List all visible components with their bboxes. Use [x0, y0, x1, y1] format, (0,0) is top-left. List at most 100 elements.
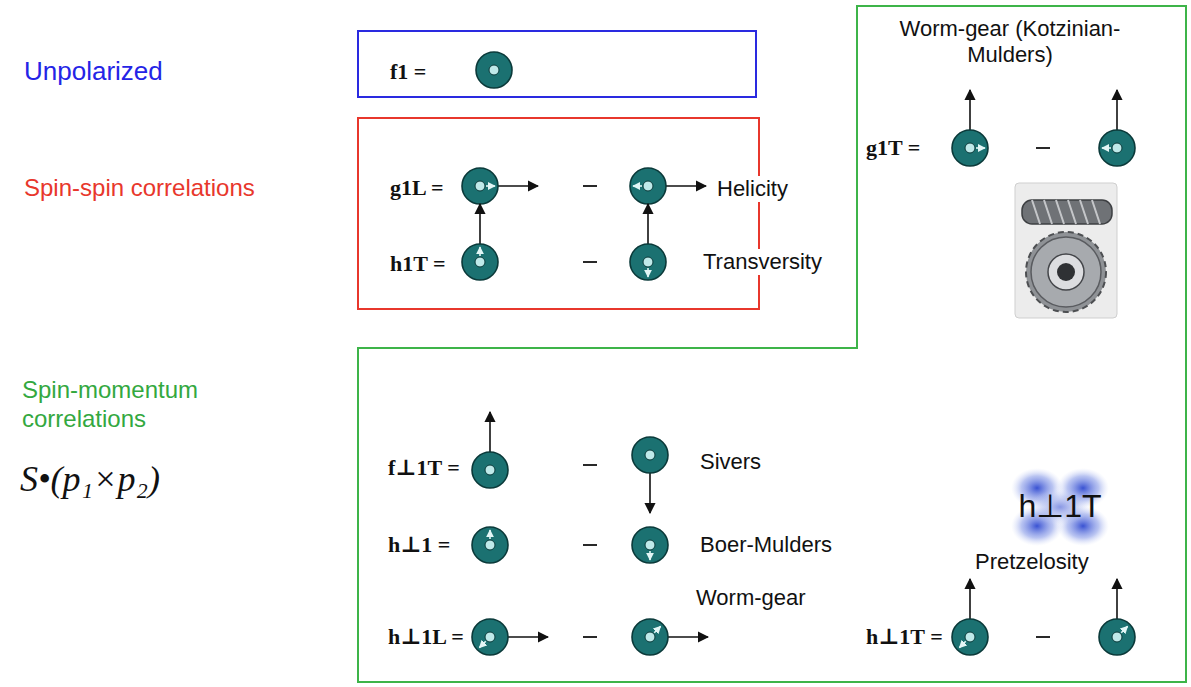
- quark-spin-arrow: [486, 185, 495, 187]
- quark-dot: [475, 257, 485, 267]
- nucleon-disc: [472, 527, 508, 563]
- name-label: Pretzelosity: [975, 549, 1089, 575]
- group-heading: Spin-momentum correlations: [22, 376, 252, 434]
- nucleon-spin-arrow: [498, 185, 538, 187]
- quark-spin-arrow: [1121, 626, 1127, 632]
- quark-dot: [1112, 632, 1122, 642]
- minus-sign: [583, 544, 597, 546]
- quark-spin-arrow: [647, 268, 649, 277]
- quark-spin-arrow: [1102, 147, 1111, 149]
- spin-spin-box: Spin-spin correlationsg1L =h1T =: [357, 117, 760, 310]
- nucleon-disc: [952, 619, 988, 655]
- distribution-symbol: f⊥1T =: [388, 455, 460, 481]
- quark-dot: [475, 181, 485, 191]
- distribution-symbol: h⊥1L =: [388, 624, 464, 650]
- nucleon-symbol: [632, 437, 668, 513]
- distribution-symbol: g1T =: [866, 135, 920, 161]
- nucleon-spin-arrow: [1116, 90, 1118, 130]
- quark-spin-arrow: [479, 247, 481, 256]
- quark-dot: [485, 632, 495, 642]
- quark-dot: [489, 65, 499, 75]
- quark-spin-arrow: [976, 147, 985, 149]
- nucleon-disc: [630, 168, 666, 204]
- nucleon-symbol: [462, 168, 538, 204]
- nucleon-symbol: [630, 204, 666, 280]
- nucleon-symbol: [632, 527, 668, 563]
- nucleon-spin-arrow: [479, 204, 481, 244]
- quark-dot: [645, 540, 655, 550]
- nucleon-symbol: [632, 619, 708, 655]
- nucleon-symbol: [472, 619, 548, 655]
- minus-sign: [1036, 147, 1050, 149]
- quark-spin-arrow: [959, 641, 965, 647]
- nucleon-disc: [462, 168, 498, 204]
- nucleon-spin-arrow: [508, 636, 548, 638]
- nucleon-spin-arrow: [649, 473, 651, 513]
- nucleon-spin-arrow: [1116, 579, 1118, 619]
- distribution-symbol: h1T =: [390, 251, 446, 277]
- spin-momentum-region: Spin-momentum correlationsS•(p₁×p₂)g1T =…: [357, 5, 1187, 683]
- nucleon-spin-arrow: [489, 412, 491, 452]
- quark-dot: [643, 181, 653, 191]
- quark-dot: [643, 257, 653, 267]
- formula: S•(p₁×p₂): [20, 458, 160, 501]
- spin-pictures: [462, 52, 1135, 655]
- distribution-symbol: f1 =: [390, 59, 426, 85]
- name-label: Transversity: [700, 249, 825, 275]
- quark-spin-arrow: [633, 185, 642, 187]
- group-heading: Unpolarized: [24, 56, 163, 87]
- name-label: Sivers: [700, 449, 761, 475]
- picture-ground: [1015, 183, 1117, 318]
- nucleon-disc: [1099, 619, 1135, 655]
- quark-dot: [485, 465, 495, 475]
- name-label: Helicity: [714, 176, 791, 202]
- quark-dot: [1112, 143, 1122, 153]
- nucleon-disc: [952, 130, 988, 166]
- worm-gear-picture: [1015, 183, 1117, 318]
- nucleon-symbol: [462, 204, 498, 280]
- distribution-symbol: g1L =: [390, 175, 444, 201]
- nucleon-disc: [472, 452, 508, 488]
- nucleon-spin-arrow: [647, 204, 649, 244]
- quark-dot: [485, 540, 495, 550]
- quark-spin-arrow: [479, 641, 485, 647]
- worm-screw: [1022, 200, 1112, 224]
- nucleon-symbol: [472, 527, 508, 563]
- unpolarized-box: Unpolarizedf1 =: [357, 30, 757, 98]
- nucleon-symbol: [630, 168, 706, 204]
- nucleon-symbol: [476, 52, 512, 88]
- quark-dot: [965, 143, 975, 153]
- name-label: Worm-gear: [696, 585, 806, 611]
- minus-sign: [1036, 636, 1050, 638]
- nucleon-symbol: [952, 90, 988, 166]
- nucleon-disc: [630, 244, 666, 280]
- group-heading: Spin-spin correlations: [24, 174, 255, 203]
- nucleon-spin-arrow: [666, 185, 706, 187]
- nucleon-disc: [472, 619, 508, 655]
- quark-spin-arrow: [489, 530, 491, 539]
- nucleon-disc: [632, 437, 668, 473]
- quark-spin-arrow: [649, 551, 651, 560]
- nucleon-disc: [1099, 130, 1135, 166]
- pretzelosity-picture: [1011, 468, 1109, 546]
- quark-dot: [645, 450, 655, 460]
- nucleon-spin-arrow: [969, 90, 971, 130]
- nucleon-spin-arrow: [969, 579, 971, 619]
- quark-dot: [965, 632, 975, 642]
- region-border: [358, 6, 1186, 682]
- nucleon-symbol: [1099, 90, 1135, 166]
- quark-dot: [645, 632, 655, 642]
- picture-text: h⊥1T: [1018, 487, 1101, 525]
- nucleon-symbol: [952, 579, 988, 655]
- nucleon-disc: [462, 244, 498, 280]
- minus-sign: [583, 261, 597, 263]
- quark-spin-arrow: [654, 626, 660, 632]
- nucleon-symbol: [1099, 579, 1135, 655]
- minus-sign: [583, 464, 597, 466]
- distribution-symbol: h⊥1 =: [388, 532, 450, 558]
- gear-wheel: [1026, 232, 1106, 312]
